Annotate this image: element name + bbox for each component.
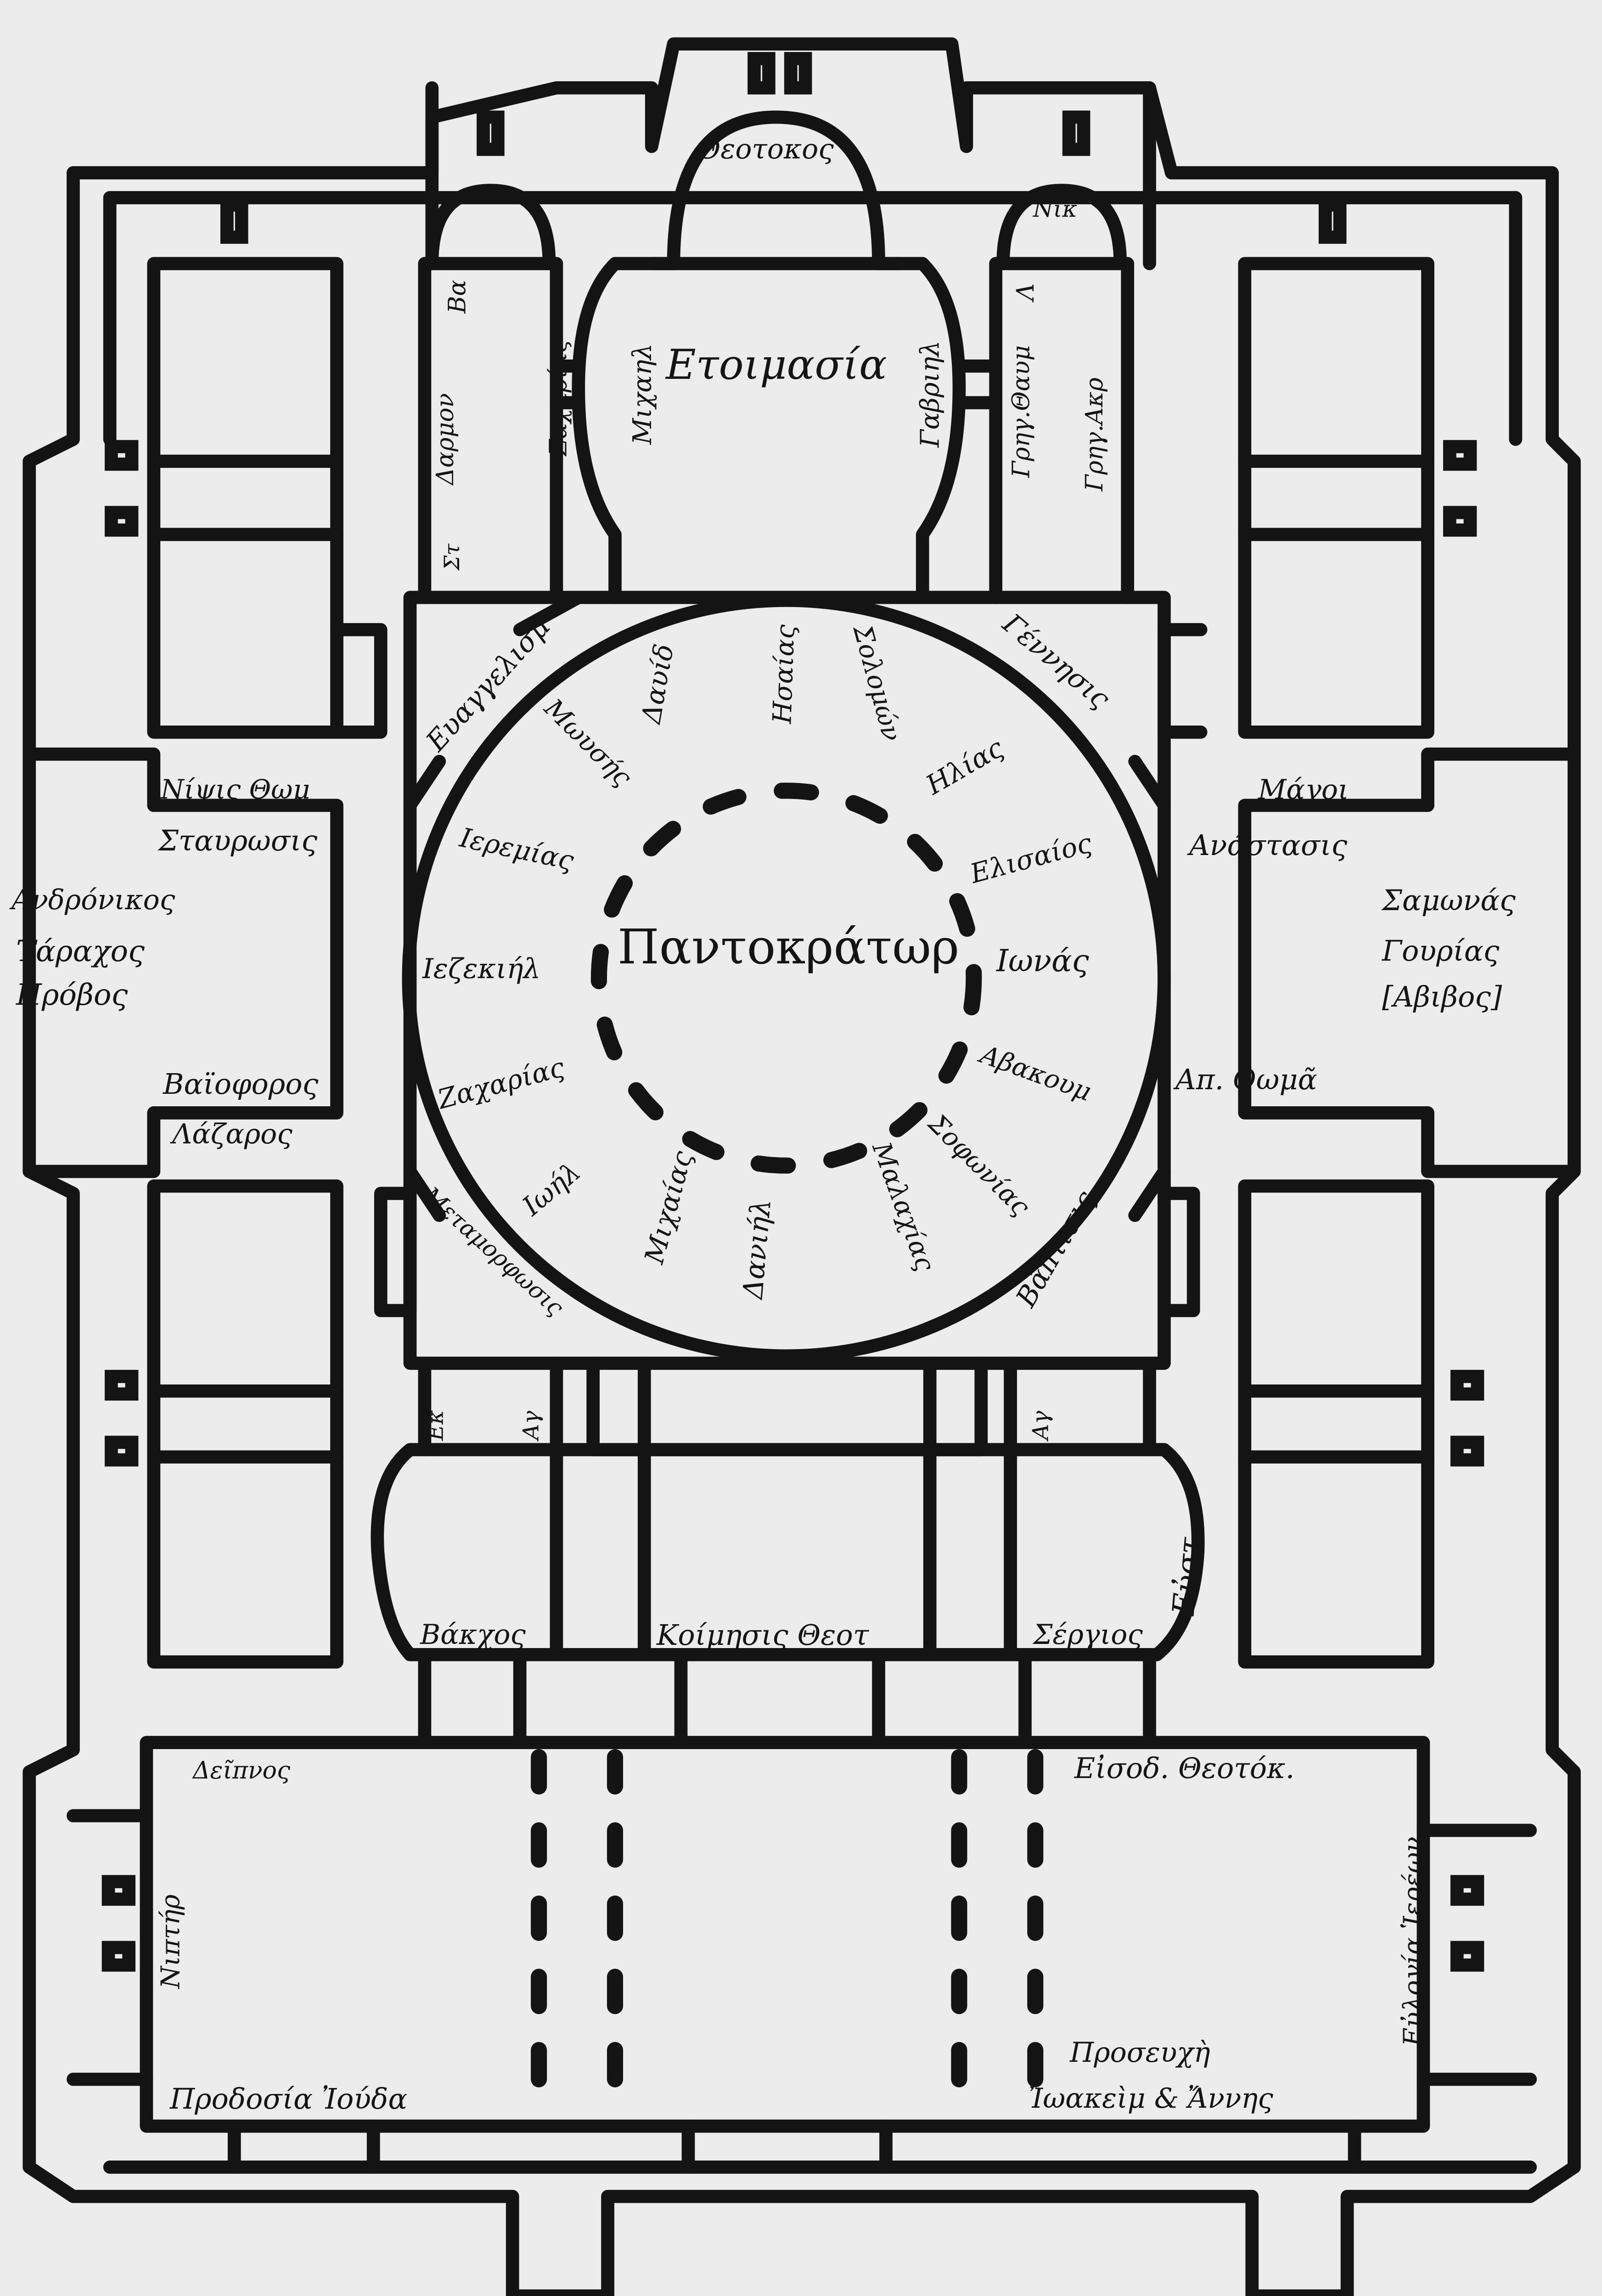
label-ionas: Ιωνάς	[996, 943, 1089, 979]
label-ag-right: Αγ	[1028, 1411, 1054, 1440]
sanctuary	[418, 81, 1156, 604]
label-kai: και	[1116, 544, 1138, 576]
naos	[330, 591, 1208, 1654]
side-chambers	[22, 257, 1581, 1669]
label-niptir: Νιπτήρ	[156, 1894, 186, 1989]
label-daniil: Δανιήλ	[736, 1198, 778, 1300]
label-zacharias-north: Ζαχαρίας	[545, 339, 573, 456]
label-etoimasia: Ετοιμασία	[666, 341, 887, 389]
label-lazaros: Λάζαρος	[172, 1118, 292, 1150]
label-sergios: Σέργιος	[1033, 1619, 1143, 1651]
label-nipsis: Νίψις Θωμ	[161, 774, 310, 805]
outer-walls	[22, 37, 1581, 2296]
label-evlogia: Εὐλογία Ἱερέων	[1398, 1836, 1428, 2047]
label-stavrosis: Σταυρωσις	[158, 824, 318, 857]
label-magoi: Μάγοι	[1258, 774, 1349, 806]
label-prodosia: Προδοσία Ἰούδα	[170, 2082, 408, 2116]
label-koimisis: Κοίμησις Θεοτ	[657, 1618, 869, 1652]
label-prefix-st: Στ	[439, 544, 464, 570]
label-pantokrator: Παντοκράτωρ	[618, 919, 960, 975]
label-andronikos: Ανδρόνικος	[11, 884, 175, 916]
label-proseuchi: Προσευχὴ	[1070, 2037, 1210, 2069]
label-ek: Εκ	[422, 1410, 449, 1441]
label-theotokos: Θεοτοκος	[698, 133, 834, 165]
label-anastasis: Ανάστασις	[1189, 828, 1348, 862]
narthex	[67, 1443, 1537, 2174]
label-ag-left: Αγ	[518, 1411, 544, 1440]
label-ap-thoma: Απ. Θωμᾶ	[1175, 1063, 1317, 1096]
label-vakchos: Βάκχος	[420, 1619, 526, 1651]
label-eisodia: Εἰσοδ. Θεοτόκ.	[1074, 1751, 1295, 1785]
label-evst: Εὐστ	[1165, 1536, 1208, 1617]
label-gourias: Γουρίας	[1382, 934, 1500, 968]
label-ioakeim: Ἰωακεὶμ & Ἄννης	[1029, 2082, 1273, 2115]
label-fragment-l: Λ	[1012, 283, 1040, 301]
label-tarachos: Τάραχος	[16, 934, 145, 968]
label-grig-akr: Γρηγ.Ακρ	[1080, 377, 1108, 491]
label-isaias: Ησαίας	[767, 624, 801, 725]
label-gavriil: Γαβριηλ	[915, 340, 945, 448]
label-provos: Πρόβος	[16, 978, 128, 1012]
windows	[101, 52, 1484, 1972]
label-samonas: Σαμωνάς	[1382, 884, 1516, 917]
label-michail: Μιχαηλ	[628, 343, 658, 445]
label-deipnos: Δεῖπνος	[193, 1757, 291, 1784]
label-iezekiil: Ιεζεκιήλ	[422, 953, 541, 985]
label-vasileios-short: Βα	[444, 280, 472, 314]
label-nik: Νικ	[1033, 196, 1078, 222]
label-dalmon: Δαρμον	[431, 393, 459, 485]
label-grig-thavm: Γρηγ.Θαυμ	[1007, 345, 1035, 478]
label-vaioforos: Βαϊοφορος	[163, 1067, 319, 1101]
label-avivos: [Αβιβος]	[1382, 980, 1502, 1013]
